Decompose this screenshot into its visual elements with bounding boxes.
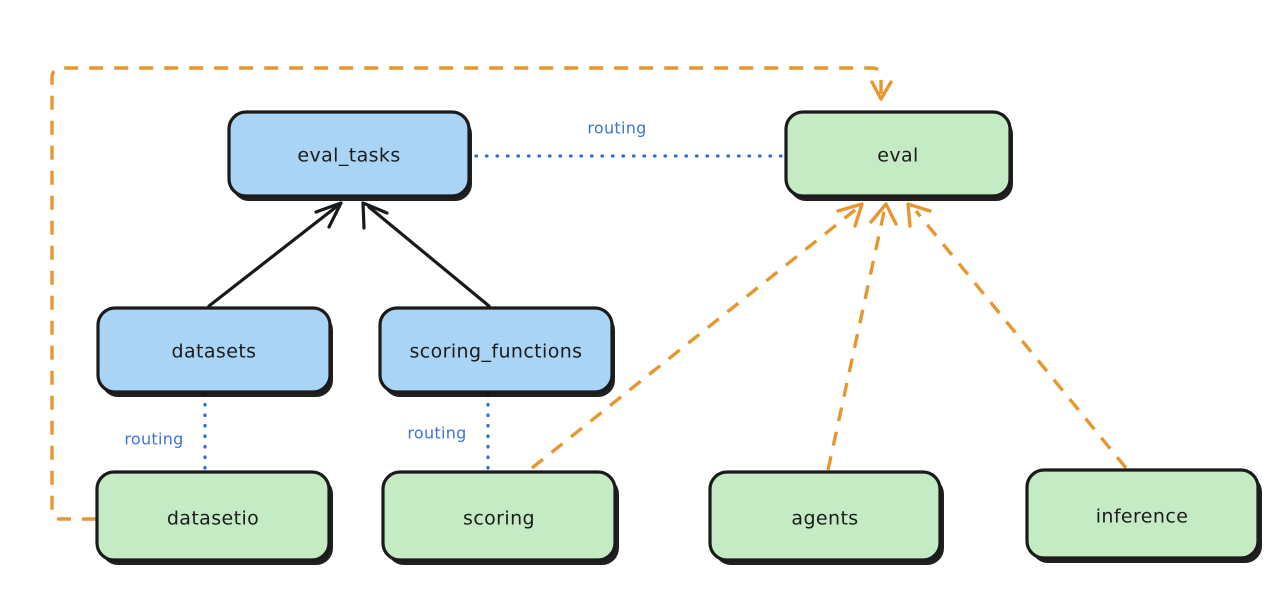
node-eval-tasks-label: eval_tasks — [297, 145, 400, 167]
node-scoring-label: scoring — [463, 508, 535, 530]
node-scoring-functions-box — [378, 306, 614, 394]
node-agents[interactable]: agents — [708, 470, 944, 565]
node-datasets[interactable]: datasets — [96, 306, 333, 397]
edge-scoring-to-eval — [530, 202, 864, 470]
edge-datasets-to-eval-tasks — [207, 201, 343, 308]
node-agents-label: agents — [791, 508, 858, 530]
node-datasetio[interactable]: datasetio — [95, 470, 333, 565]
edge-label-routing-datasets: routing — [124, 430, 183, 449]
edge-label-routing-scoring-functions: routing — [407, 424, 466, 443]
node-eval-box — [784, 110, 1012, 198]
node-scoring-functions[interactable]: scoring_functions — [378, 306, 615, 397]
node-scoring-box — [381, 470, 617, 562]
edge-label-routing-eval-tasks: routing — [587, 119, 646, 138]
node-datasetio-box — [95, 470, 331, 562]
node-inference-label: inference — [1096, 506, 1189, 528]
node-eval-tasks[interactable]: eval_tasks — [227, 110, 472, 201]
node-datasets-label: datasets — [172, 341, 257, 363]
node-agents-box — [708, 470, 942, 562]
node-eval[interactable]: eval — [784, 110, 1013, 201]
node-inference[interactable]: inference — [1025, 468, 1262, 563]
node-datasetio-label: datasetio — [167, 508, 259, 530]
node-scoring-functions-label: scoring_functions — [410, 341, 583, 363]
edge-inference-to-eval — [906, 202, 1128, 470]
edge-datasetio-to-eval — [50, 66, 893, 521]
node-scoring[interactable]: scoring — [381, 470, 619, 565]
node-eval-label: eval — [877, 145, 918, 167]
node-datasets-box — [96, 306, 332, 394]
edge-agents-to-eval — [826, 202, 898, 471]
node-eval-tasks-box — [227, 110, 471, 198]
node-inference-box — [1025, 468, 1260, 560]
edge-scoring-functions-to-eval-tasks — [361, 201, 491, 308]
